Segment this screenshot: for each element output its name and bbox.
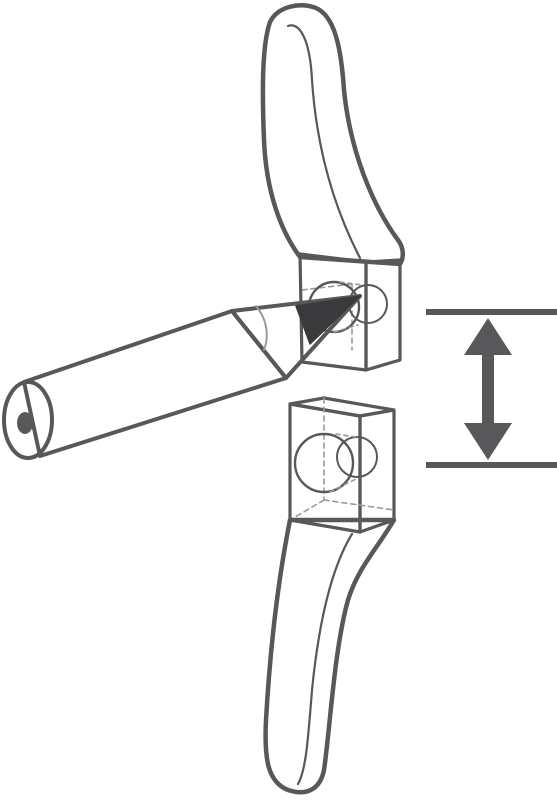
lower-block [288, 396, 396, 534]
upper-handle-outline [260, 3, 405, 267]
lower-block-hole-back [336, 436, 378, 478]
pencil-cone-edge [255, 305, 268, 351]
double-arrow-shaft [482, 348, 494, 430]
pencil-cone [230, 294, 362, 380]
pencil-tip [295, 295, 361, 345]
upper-handle [260, 3, 405, 267]
pencil-body [22, 309, 288, 458]
pencil-end-cap [2, 380, 54, 460]
pencil [2, 294, 362, 460]
double-arrow-head-down [464, 423, 512, 460]
upper-block-inner-lines [333, 281, 363, 333]
lower-handle [263, 517, 397, 795]
double-arrow-head-up [464, 318, 512, 355]
lower-handle-ridge [296, 532, 354, 786]
gap-dimension [426, 309, 557, 468]
lower-block-side [358, 408, 396, 534]
double-arrow-icon [464, 318, 512, 460]
lower-block-hole-front [293, 432, 355, 494]
lower-block-hidden-edges [289, 397, 395, 521]
upper-block-side [364, 258, 402, 372]
lower-handle-outline [263, 517, 397, 795]
upper-handle-ridge [286, 24, 362, 260]
pencil-lead-end [17, 412, 33, 434]
lower-block-front [288, 402, 362, 534]
lower-block-inner-lines [329, 433, 359, 493]
